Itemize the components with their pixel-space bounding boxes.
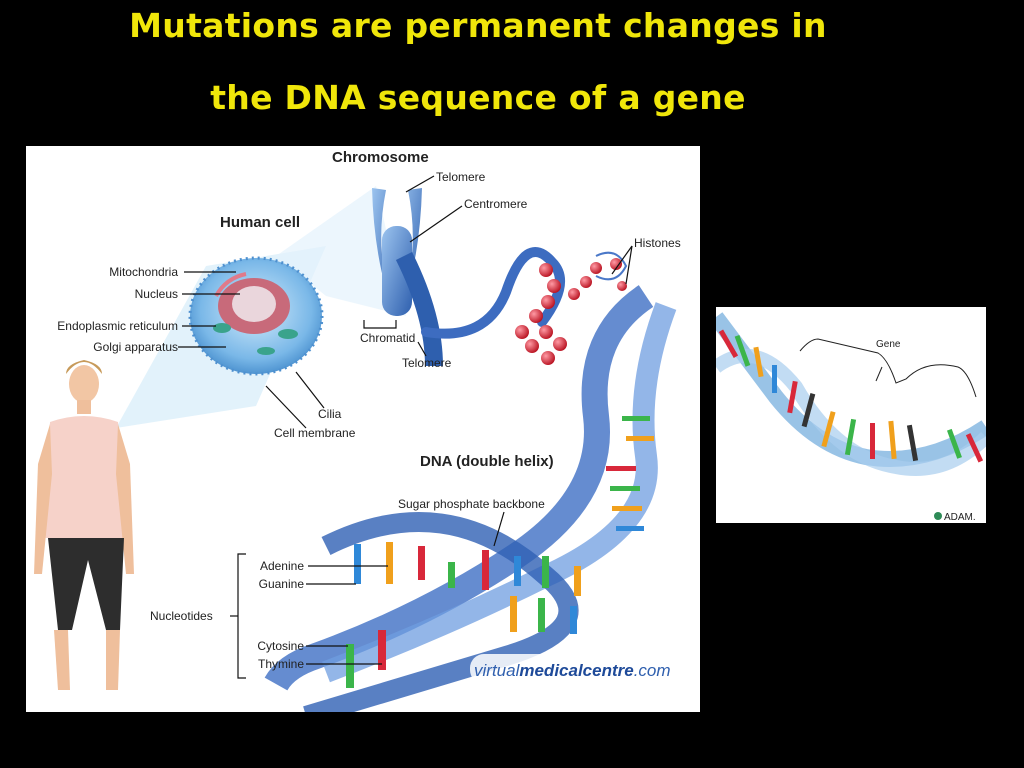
label-endoplasmic-reticulum: Endoplasmic reticulum	[57, 319, 178, 333]
svg-text:ADAM.: ADAM.	[944, 512, 976, 523]
label-dna-double-helix: DNA (double helix)	[420, 453, 554, 470]
label-sugar-phosphate-backbone: Sugar phosphate backbone	[398, 497, 545, 511]
label-telomere-bottom: Telomere	[402, 356, 452, 370]
histone-beads	[515, 251, 628, 365]
label-centromere: Centromere	[464, 197, 528, 211]
gene-helix-illustration: Gene ADAM.	[716, 312, 986, 523]
label-histones: Histones	[634, 236, 681, 250]
label-adenine: Adenine	[260, 559, 304, 573]
dna-structure-illustration: Chromosome Telomere Centromere Human cel…	[34, 149, 696, 712]
label-human-cell: Human cell	[220, 214, 300, 231]
label-cytosine: Cytosine	[257, 639, 304, 653]
label-nucleus: Nucleus	[135, 287, 178, 301]
watermark-virtualmedicalcentre: virtualmedicalcentre.com	[470, 654, 696, 684]
label-cilia: Cilia	[318, 407, 342, 421]
gene-base-pairs	[718, 329, 984, 463]
label-chromosome: Chromosome	[332, 149, 429, 166]
slide-title-line-1: Mutations are permanent changes in	[129, 6, 827, 45]
label-chromatid: Chromatid	[360, 331, 415, 345]
label-golgi-apparatus: Golgi apparatus	[93, 340, 178, 354]
label-gene: Gene	[876, 339, 901, 350]
label-cell-membrane: Cell membrane	[274, 426, 356, 440]
dna-double-helix-illustration	[264, 285, 677, 712]
dna-structure-diagram: Chromosome Telomere Centromere Human cel…	[26, 146, 700, 712]
label-nucleotides: Nucleotides	[150, 609, 213, 623]
svg-text:virtualmedicalcentre.com: virtualmedicalcentre.com	[474, 661, 671, 680]
woman-figure	[34, 360, 134, 690]
adam-logo: ADAM.	[934, 512, 976, 523]
label-mitochondria: Mitochondria	[109, 265, 178, 279]
human-cell-illustration	[188, 256, 324, 376]
label-guanine: Guanine	[259, 577, 305, 591]
gene-helix-diagram: Gene ADAM.	[716, 307, 986, 523]
label-telomere-top: Telomere	[436, 170, 486, 184]
label-thymine: Thymine	[258, 657, 304, 671]
slide-title-line-2: the DNA sequence of a gene	[210, 78, 746, 117]
